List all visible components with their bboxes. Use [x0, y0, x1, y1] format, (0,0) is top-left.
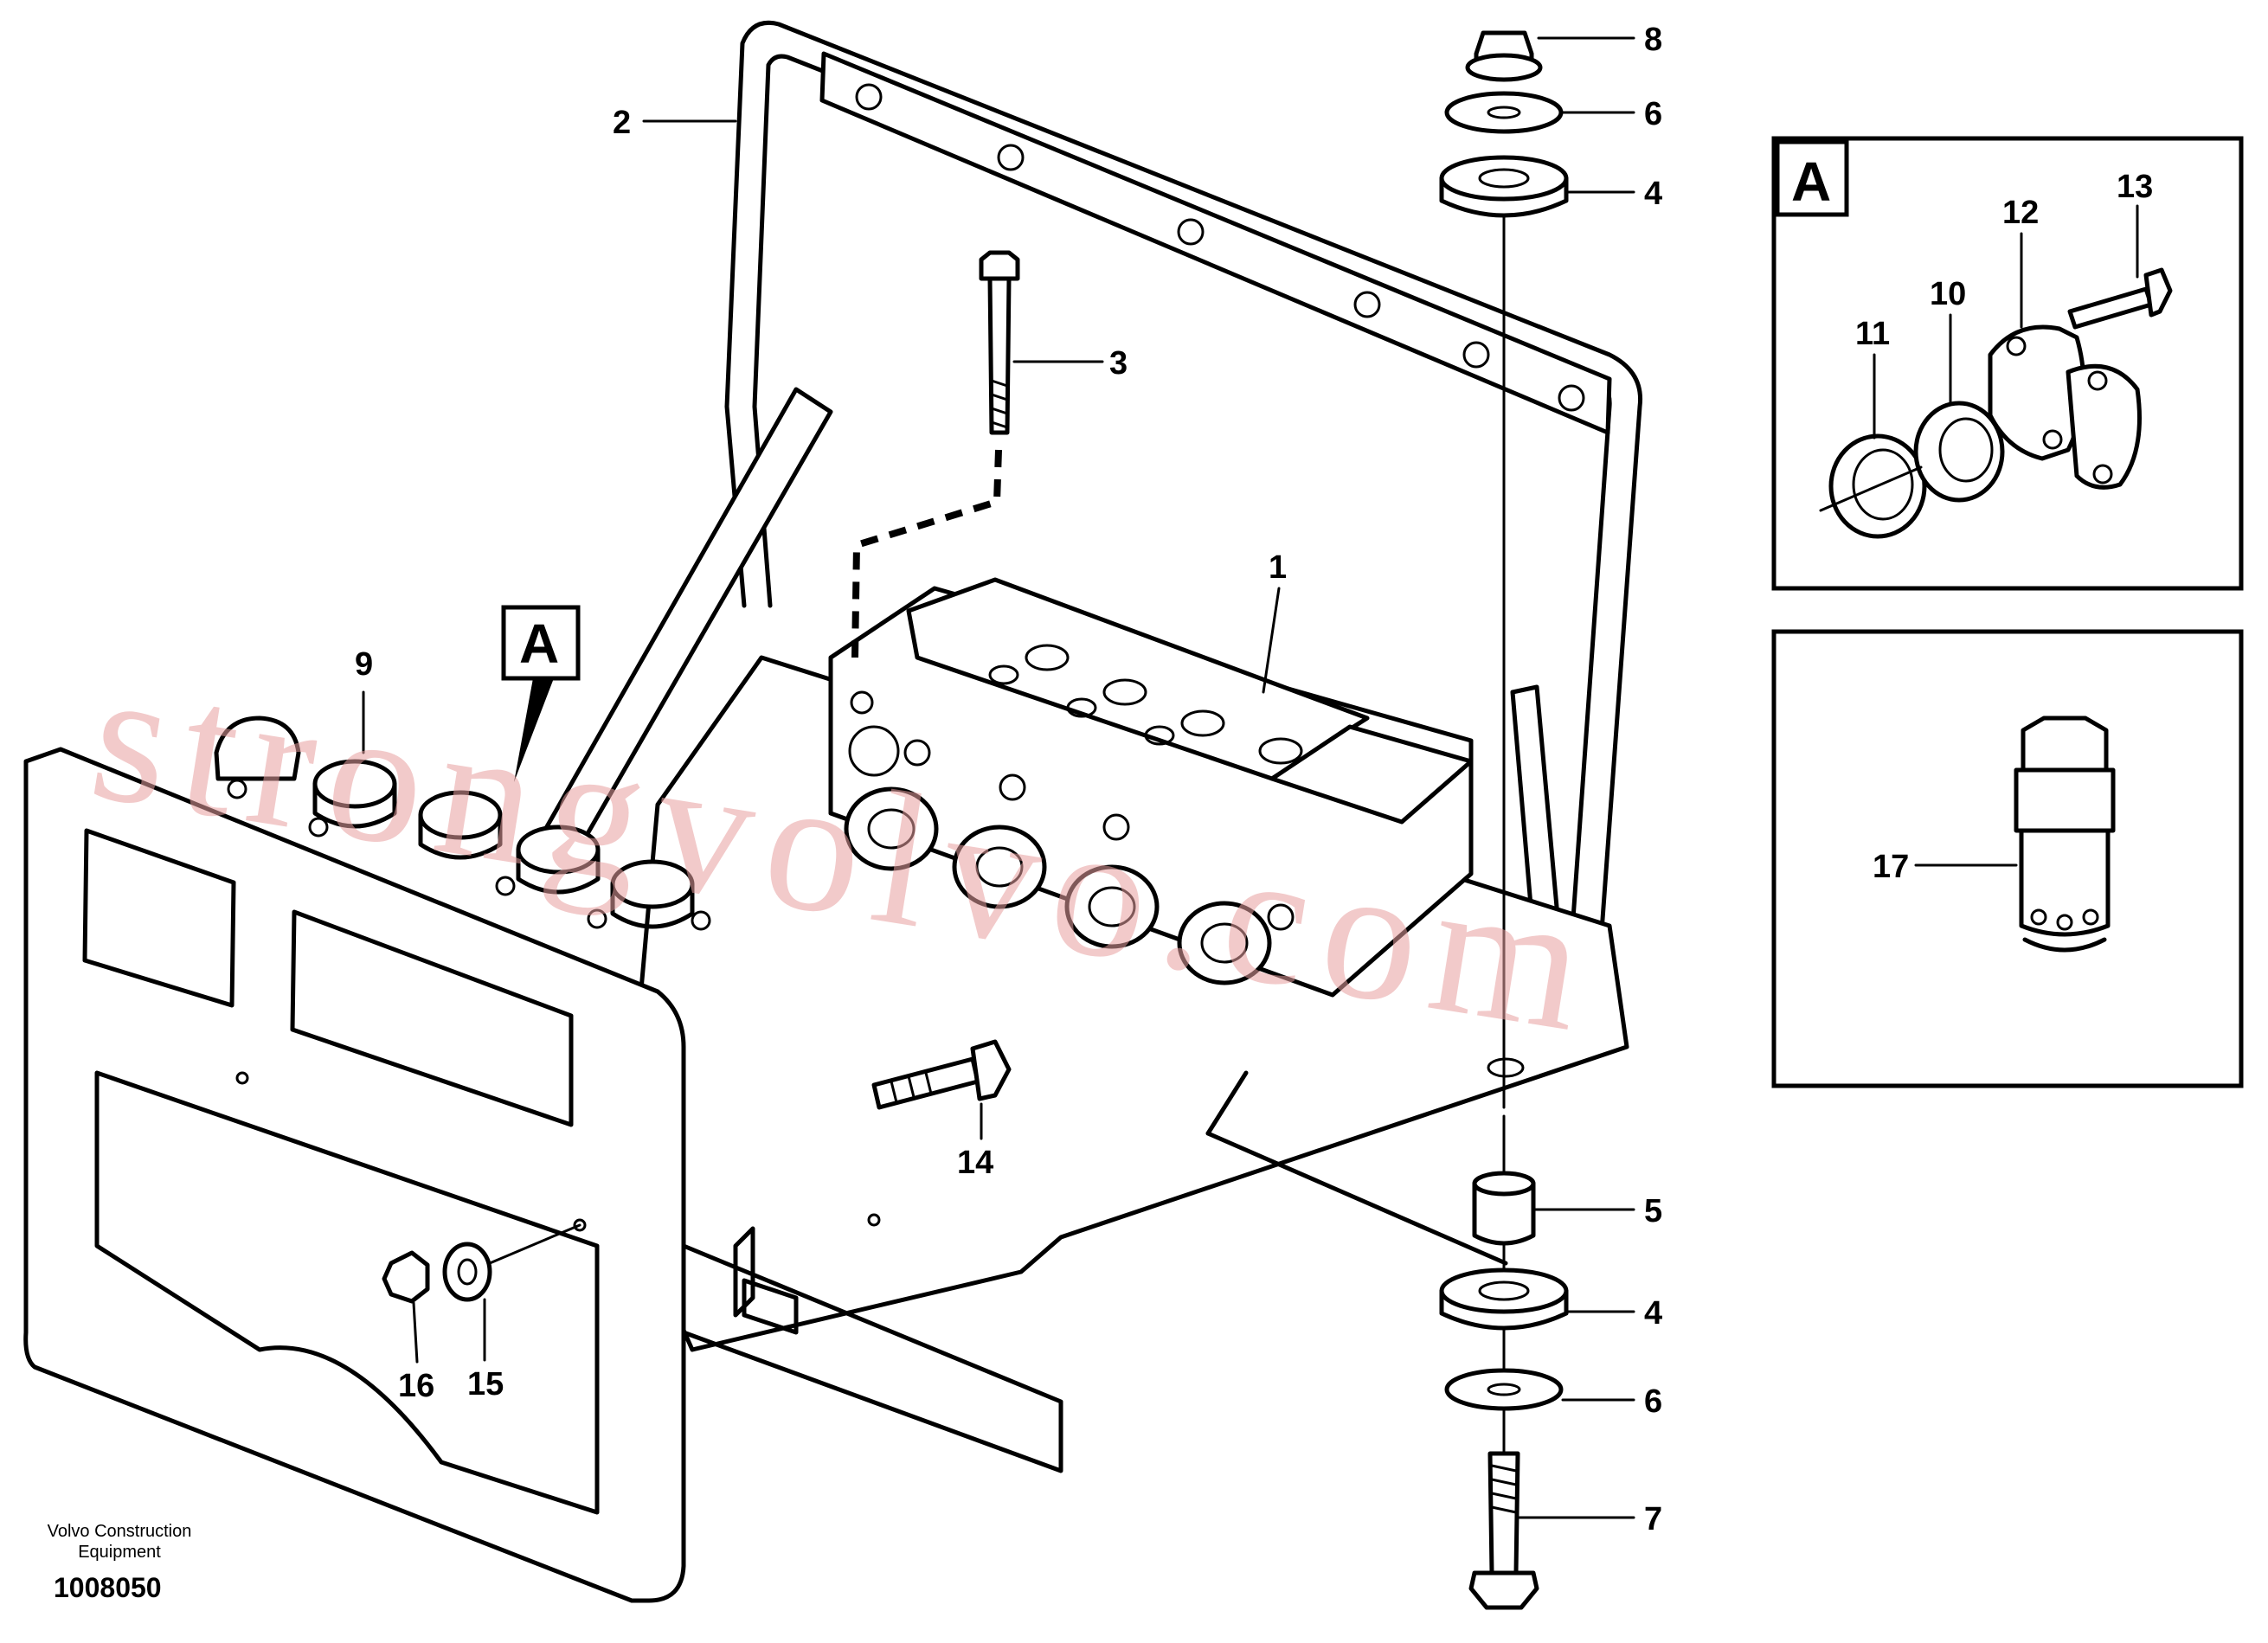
hose-connection-fittings [214, 716, 711, 931]
detail-a-panel [1771, 136, 2244, 591]
nut-and-washer-15-16 [382, 1223, 581, 1304]
leader-lines [362, 36, 2139, 1519]
callout-8: 8 [1644, 22, 1662, 58]
drawing-number: 1008050 [54, 1572, 162, 1603]
control-valve-block [828, 577, 1474, 998]
callout-2: 2 [613, 105, 631, 141]
callout-3: 3 [1109, 345, 1128, 382]
drawing-credits: Volvo Construction Equipment 1008050 [48, 1522, 192, 1603]
callout-1: 1 [1269, 549, 1287, 586]
callout-9: 9 [355, 646, 373, 683]
callout-16: 16 [398, 1368, 434, 1404]
callout-15: 15 [467, 1366, 504, 1402]
credit-line-1: Volvo Construction [48, 1522, 192, 1541]
callout-4-top: 4 [1644, 176, 1662, 212]
bolt-14 [871, 1039, 1012, 1110]
callout-4-bottom: 4 [1644, 1295, 1662, 1332]
callout-17: 17 [1873, 849, 1909, 885]
callout-13: 13 [2117, 169, 2153, 205]
callout-14: 14 [957, 1145, 993, 1181]
callout-labels: 1 2 3 8 6 4 5 4 6 7 9 14 16 15 11 10 12 … [355, 22, 2153, 1537]
bolt-3 [851, 250, 1020, 658]
mounting-stack [1439, 30, 1569, 1610]
callout-10: 10 [1930, 276, 1966, 312]
detail-marker-a-label: A [519, 613, 559, 675]
callout-6-top: 6 [1644, 96, 1662, 132]
detail-marker-a: A [501, 605, 581, 782]
callout-5: 5 [1644, 1193, 1662, 1229]
callout-11: 11 [1855, 316, 1890, 352]
callout-6-bottom: 6 [1644, 1383, 1662, 1420]
callout-12: 12 [2002, 195, 2039, 231]
callout-7: 7 [1644, 1501, 1662, 1537]
solenoid-coils [844, 786, 1272, 985]
credit-line-2: Equipment [78, 1543, 161, 1562]
detail-17-panel [1771, 629, 2244, 1088]
detail-a-panel-label: A [1791, 151, 1831, 213]
